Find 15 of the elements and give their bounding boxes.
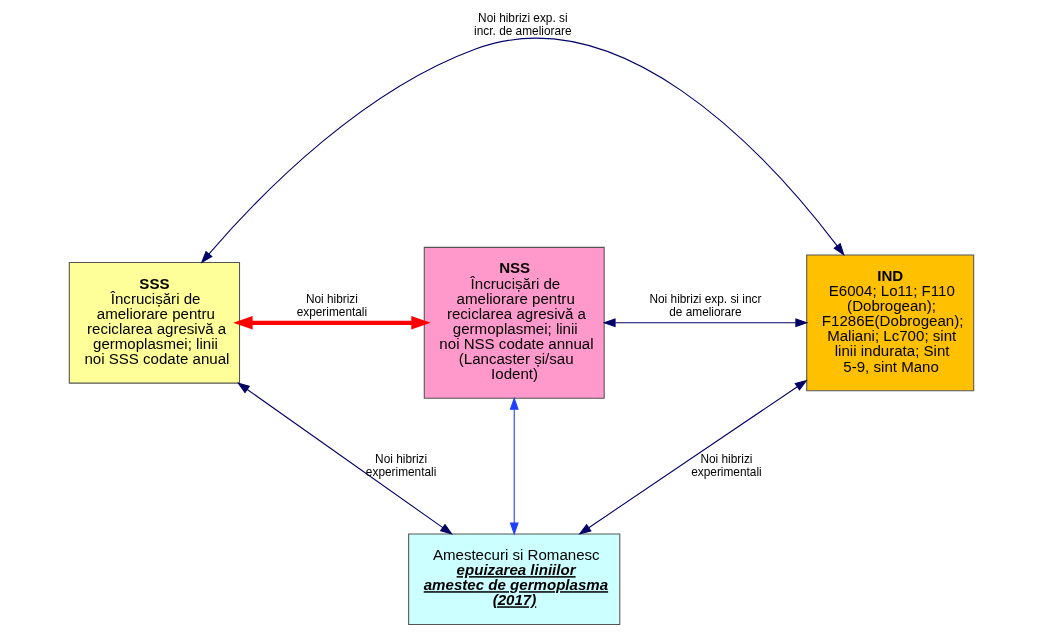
arrow <box>578 379 808 535</box>
node-box: SSS Încrucișări de ameliorare pentru reciclarea agresivă a germoplasmei; linii noi SSS codate anual <box>68 261 241 384</box>
edge-label: Noi hibrizi experimentali <box>365 451 437 479</box>
arrow <box>602 318 809 328</box>
edge-label: Noi hibrizi exp. si incr de ameliorare <box>649 292 762 320</box>
arrow <box>233 316 431 330</box>
node-box: Amestecuri si Romanesc epuizarea liniilor amestec de germoplasma (2017) <box>408 533 621 625</box>
arrow <box>509 396 519 536</box>
node-box: IND E6004; Lo11; F110 (Dobrogean); F1286E(Dobrogean); Maliani; Lc700; sint linii indurata; Sint 5-9, sint Mano <box>806 254 975 392</box>
node-box: NSS Încrucișări de ameliorare pentru reciclarea agresivă a germoplasmei; linii noi NSS codate annual (Lancaster și/sau Iodent) <box>423 246 605 399</box>
edge-label: Noi hibrizi experimentali <box>296 292 368 320</box>
arrow <box>200 38 845 264</box>
arrow <box>237 382 453 535</box>
edge-label: Noi hibrizi exp. si incr. de ameliorare <box>474 11 572 38</box>
edge-label: Noi hibrizi experimentali <box>691 451 762 479</box>
